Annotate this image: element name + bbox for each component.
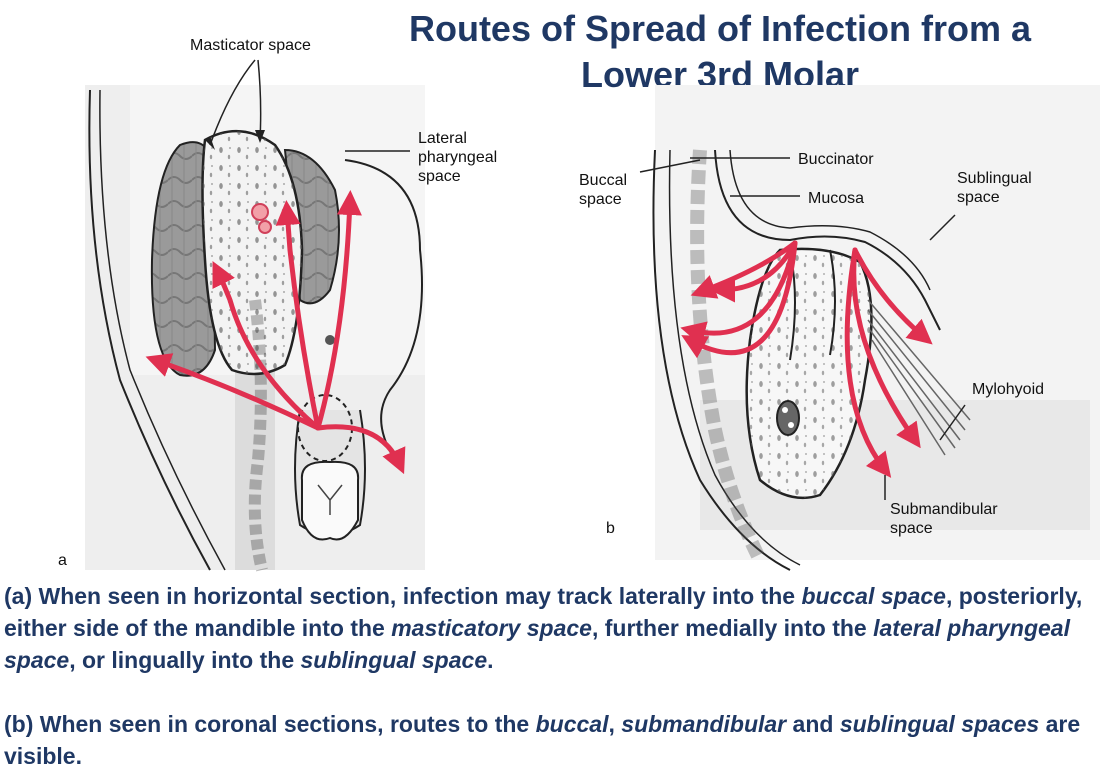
label-buccal-space-1: Buccal: [579, 172, 627, 189]
label-lateral-pharyngeal-1: Lateral: [418, 130, 467, 147]
route-b-submandibular-lower: [844, 247, 892, 478]
caption-a-segment: , further medially into the: [591, 615, 874, 641]
route-a-masticator-medial: [275, 200, 321, 431]
caption-a-segment: , posteriorly, either side of the mandib…: [4, 583, 1083, 641]
label-buccal-space-2: space: [579, 191, 622, 208]
route-a-masticator-lateral: [212, 261, 321, 431]
caption-a-segment: masticatory space: [391, 615, 592, 641]
route-b-buccal-lower: [680, 240, 798, 346]
caption-b-segment: sublingual spaces: [839, 711, 1040, 737]
pharynx-dot: [325, 335, 335, 345]
caption-a: (a) When seen in horizontal section, inf…: [4, 580, 1099, 676]
caption: (a) When seen in horizontal section, inf…: [4, 580, 1099, 772]
mucosa-inner: [729, 149, 931, 291]
molar-focus-lower: [258, 220, 272, 234]
label-buccinator: Buccinator: [798, 151, 874, 168]
caption-b-segment: and: [786, 711, 840, 737]
route-a-buccal: [145, 353, 321, 431]
caption-a-segment: , or lingually into the: [69, 647, 301, 673]
mucosa-fold: [714, 149, 941, 331]
label-lateral-pharyngeal-2: pharyngeal: [418, 149, 497, 166]
infection-routes-b: [680, 240, 933, 478]
label-submandibular-space-1: Submandibular: [890, 501, 998, 518]
caption-a-segment: buccal space: [801, 583, 946, 609]
caption-b: (b) When seen in coronal sections, route…: [4, 708, 1099, 772]
caption-b-segment: buccal: [535, 711, 609, 737]
label-mylohyoid: Mylohyoid: [972, 381, 1044, 398]
title-line-1: Routes of Spread of Infection from a: [408, 8, 1032, 49]
caption-b-segment: are visible.: [4, 711, 1081, 769]
mandibular-canal-vessel-1: [782, 407, 788, 413]
molar-focus: [251, 203, 272, 234]
infection-routes-a: [145, 190, 406, 475]
mandible-ramus-texture: [202, 131, 302, 374]
mylohyoid-muscle: [867, 299, 971, 456]
label-sublingual-space-2: space: [957, 189, 1000, 206]
mandibular-canal: [776, 400, 800, 436]
cheek-outer-b: [652, 149, 791, 571]
caption-b-segment: submandibular: [621, 711, 787, 737]
panel-b-letter: b: [606, 520, 615, 537]
caption-b-segment: (b) When seen in coronal sections, route…: [4, 711, 536, 737]
label-submandibular-space-2: space: [890, 520, 933, 537]
label-mucosa: Mucosa: [808, 190, 864, 207]
masticator-leader-left: [209, 59, 256, 146]
caption-a-segment: lateral pharyngeal space: [4, 615, 1070, 673]
cheek-inner-b: [668, 149, 801, 566]
masticator-arrowhead-right: [255, 130, 265, 143]
route-a-lateral-pharyngeal: [315, 190, 362, 431]
caption-a-segment: (a) When seen in horizontal section, inf…: [4, 583, 802, 609]
masticator-arrowhead-left: [205, 136, 215, 150]
anatomy-figure: Masticator space Lateral pharyngeal spac…: [58, 37, 1100, 572]
panel-a: Masticator space Lateral pharyngeal spac…: [58, 37, 497, 572]
skin-outline: [99, 89, 226, 571]
cheek-outline: [88, 89, 211, 571]
page-title: Routes of Spread of Infection from a Low…: [360, 6, 1080, 98]
mandibular-canal-vessel-2: [788, 422, 794, 428]
route-b-buccal-deep: [681, 240, 798, 359]
panel-a-letter: a: [58, 552, 67, 569]
label-sublingual-space-1: Sublingual: [957, 170, 1032, 187]
buccal-leader: [639, 159, 701, 173]
sublingual-leader: [929, 214, 956, 241]
route-b-sublingual: [852, 247, 933, 345]
caption-b-segment: ,: [608, 711, 622, 737]
pharyngeal-wall: [344, 159, 423, 461]
caption-a-segment: sublingual space: [300, 647, 488, 673]
caption-a-segment: .: [487, 647, 494, 673]
vertebral-column: [248, 299, 268, 572]
buccinator-muscle: [690, 149, 767, 564]
route-a-sublingual: [315, 424, 406, 475]
mylohyoid-leader: [939, 404, 966, 441]
mandibular-canal-outline: [776, 400, 800, 436]
panel-b: Buccinator Buccal space Mucosa Sublingua…: [579, 85, 1100, 571]
label-masticator-space: Masticator space: [190, 37, 311, 54]
molar-focus-upper: [251, 203, 269, 221]
tooth-crown-fissure: [317, 484, 343, 515]
label-lateral-pharyngeal-3: space: [418, 168, 461, 185]
route-b-buccal-middle: [710, 240, 798, 303]
